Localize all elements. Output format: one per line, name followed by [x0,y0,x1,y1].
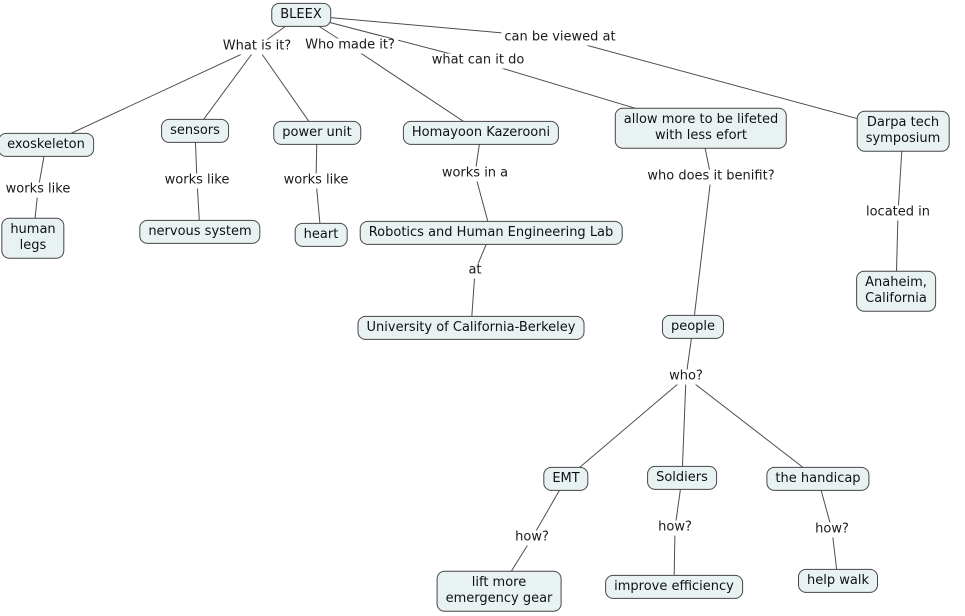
node-exoskeleton[interactable]: exoskeleton [0,132,94,158]
edge-label-who[interactable]: who? [666,369,706,385]
node-bleex[interactable]: BLEEX [271,2,331,28]
connector-line-bleex--what-can-it-do [300,14,479,62]
edge-label-works-in-a[interactable]: works in a [438,166,512,182]
connector-line-what-is-it--power-unit [256,46,318,134]
connector-line-who--soldiers [681,376,687,479]
connector-line-who-made-it--homayoon-kazerooni [349,45,482,134]
node-emt[interactable]: EMT [543,466,589,492]
node-lift-more[interactable]: lift more emergency gear [436,570,562,612]
node-soldiers[interactable]: Soldiers [647,465,717,491]
connector-line-can-be-viewed-at--darpa-symposium [559,37,904,132]
node-allow-more[interactable]: allow more to be lifeted with less efort [614,107,788,149]
node-darpa-symposium[interactable]: Darpa tech symposium [856,110,950,152]
edge-label-works-like-3[interactable]: works like [280,173,352,189]
node-people[interactable]: people [661,314,725,340]
edge-label-what-is-it[interactable]: What is it? [219,39,295,55]
node-university[interactable]: University of California-Berkeley [357,315,585,341]
edge-label-how-2[interactable]: how? [655,520,695,536]
node-heart[interactable]: heart [294,222,348,248]
node-human-legs[interactable]: human legs [1,217,65,259]
edge-label-can-be-viewed-at[interactable]: can be viewed at [501,30,619,46]
edge-label-how-1[interactable]: how? [512,530,552,546]
node-homayoon-kazerooni[interactable]: Homayoon Kazerooni [402,120,560,146]
connector-line-who-benefit--people [692,176,712,328]
node-anaheim[interactable]: Anaheim, California [856,270,936,312]
connector-line-what-is-it--sensors [194,46,258,132]
node-help-walk[interactable]: help walk [798,568,878,594]
edge-label-who-made-it[interactable]: Who made it? [302,38,398,54]
edge-label-at[interactable]: at [465,263,485,279]
node-improve-efficiency[interactable]: improve efficiency [605,574,743,600]
node-the-handicap[interactable]: the handicap [766,466,870,492]
edge-label-works-like-1[interactable]: works like [2,182,74,198]
edge-label-what-can-it-do[interactable]: what can it do [428,53,528,69]
edge-label-located-in[interactable]: located in [862,205,934,221]
node-nervous-system[interactable]: nervous system [139,219,261,245]
edge-label-how-3[interactable]: how? [812,522,852,538]
connector-line-who--emt [565,376,687,480]
edge-label-works-like-2[interactable]: works like [161,173,233,189]
connector-line-what-is-it--exoskeleton [45,46,258,146]
connector-line-who--the-handicap [685,376,819,480]
node-power-unit[interactable]: power unit [273,120,361,146]
node-robotics-lab[interactable]: Robotics and Human Engineering Lab [359,220,623,246]
node-sensors[interactable]: sensors [161,118,229,144]
edge-label-who-benefit[interactable]: who does it benifit? [644,169,778,185]
